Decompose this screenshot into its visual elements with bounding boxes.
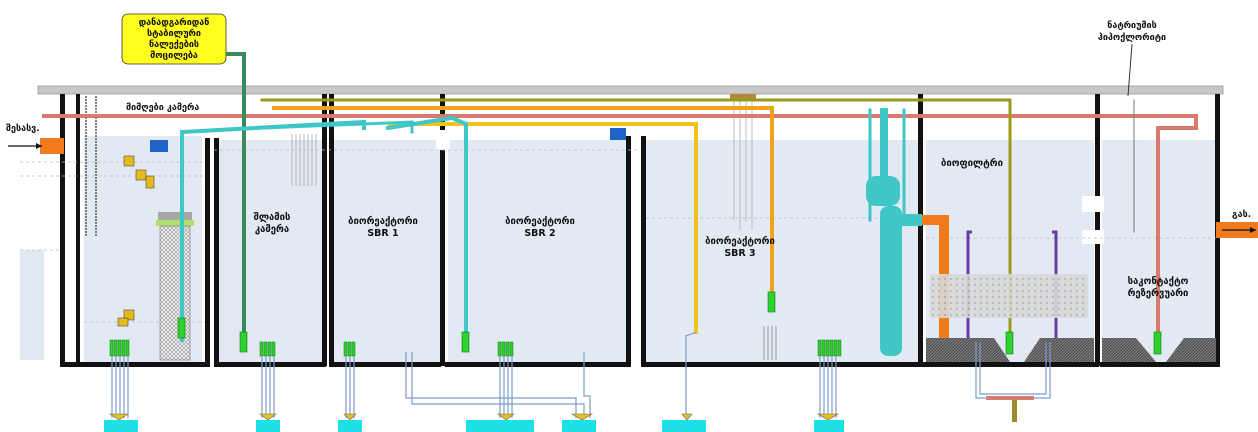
filter-media xyxy=(930,274,1088,318)
screen-basket xyxy=(156,212,194,361)
pipes xyxy=(42,52,1198,352)
probe-head xyxy=(730,94,756,100)
dosing-box-2 xyxy=(610,128,626,140)
drain-valve xyxy=(1012,400,1017,422)
sbr2-label-2: SBR 2 xyxy=(524,228,555,239)
roof-slab xyxy=(37,85,1224,95)
callout-line-4: მოცილება xyxy=(150,51,198,61)
biofilter-label: ბიოფილტრი xyxy=(941,158,1003,169)
hypochlorite-line-1: ნატრიუმის xyxy=(1107,20,1157,31)
inlet-arrow xyxy=(8,143,42,149)
dosing-box-1 xyxy=(150,140,168,152)
pump-strainer xyxy=(763,326,777,360)
receiving-chamber-label: მიმღები კამერა xyxy=(126,102,199,113)
contact-tank-label-2: რეზერვუარი xyxy=(1128,288,1189,299)
callout-line-1: დანადგარიდან xyxy=(139,17,210,28)
sludge-chamber-label-2: კამერა xyxy=(255,224,289,235)
biofilter-hopper-2 xyxy=(1024,338,1094,362)
biofilter-collector xyxy=(986,396,1034,400)
inlet-pipe xyxy=(40,138,64,154)
valves xyxy=(109,413,840,421)
biofilter-hopper xyxy=(926,338,1010,362)
sbr3-label-2: SBR 3 xyxy=(724,248,755,259)
float-switches xyxy=(117,155,155,327)
sbr1-label-2: SBR 1 xyxy=(367,228,398,239)
callout-line-3: ნალექების xyxy=(149,40,199,50)
lamella-pack xyxy=(291,134,317,186)
outlet-label: გას. xyxy=(1232,210,1251,220)
callout-box xyxy=(121,13,227,65)
hypochlorite-leader xyxy=(1127,43,1133,97)
tank-walls xyxy=(60,94,1220,367)
inlet-label: შესასვ. xyxy=(6,124,40,134)
water-level-lines xyxy=(20,149,1216,323)
callout-line-2: სტაბილური xyxy=(147,28,201,39)
air-lift-column xyxy=(866,108,922,356)
chain xyxy=(85,96,97,236)
sbr3-label-1: ბიორეაქტორი xyxy=(705,236,775,247)
contact-tank-hopper-2 xyxy=(1166,338,1216,362)
hypochlorite-line-2: ჰიპოქლორიტი xyxy=(1098,32,1166,43)
water-fills xyxy=(20,136,1216,362)
wall-openings xyxy=(436,130,1104,244)
blowers xyxy=(104,420,844,432)
outlet-arrow xyxy=(1222,227,1256,233)
sludge-chamber-label-1: შლამის xyxy=(254,212,291,223)
sbr1-label-1: ბიორეაქტორი xyxy=(348,216,418,227)
air-supply-lines xyxy=(111,331,1051,418)
pumps xyxy=(177,291,1162,355)
contact-tank-hopper xyxy=(1102,338,1156,362)
sbr2-label-1: ბიორეაქტორი xyxy=(505,216,575,227)
contact-tank-label-1: საკონტაქტო xyxy=(1128,276,1189,287)
